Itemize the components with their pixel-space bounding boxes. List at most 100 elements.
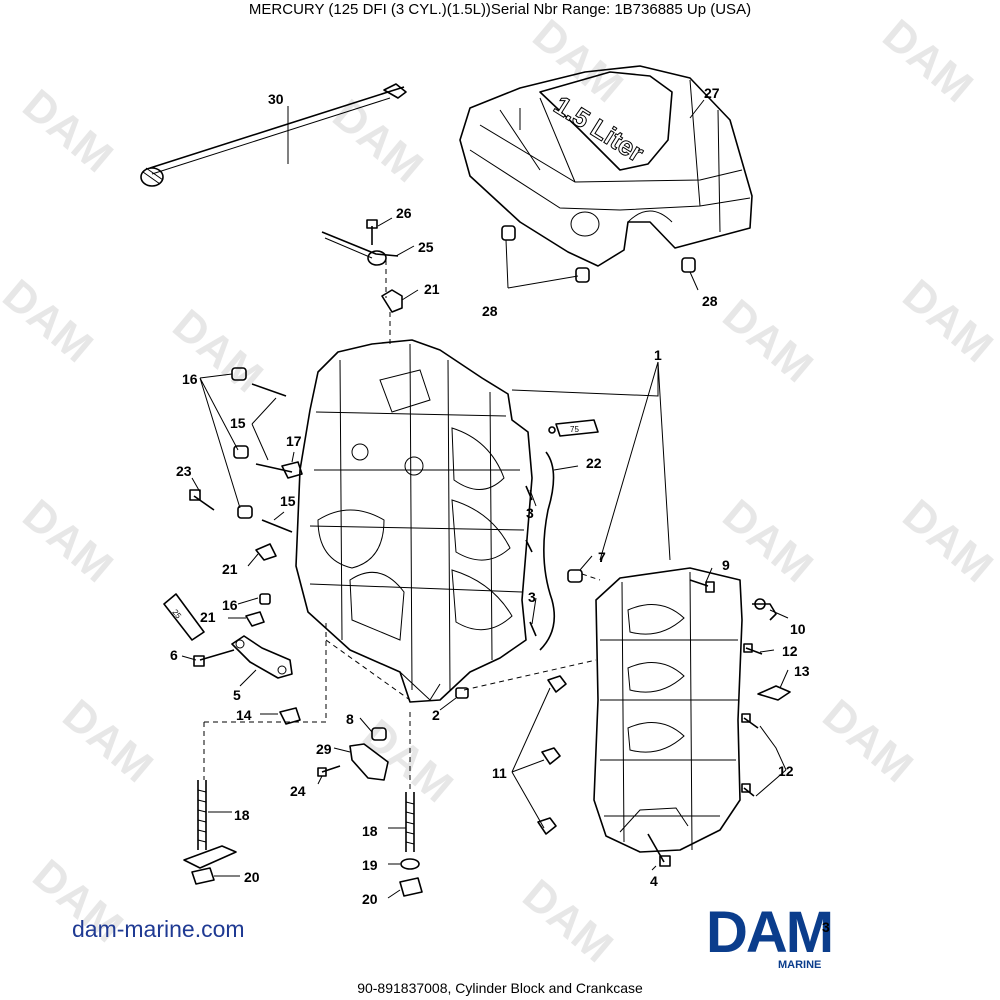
fitting-21-mid[interactable] xyxy=(255,543,277,561)
watermark: DAM xyxy=(54,690,162,792)
bracket-5[interactable] xyxy=(231,635,293,679)
fitting-12-bottom[interactable] xyxy=(741,713,759,797)
grommet-28[interactable] xyxy=(501,225,696,283)
watermark: DAM xyxy=(714,290,822,392)
bolt-4[interactable] xyxy=(647,833,671,867)
callout-20: 20 xyxy=(362,891,378,907)
dowel-16-lower[interactable] xyxy=(259,593,271,605)
stud-18-left[interactable] xyxy=(197,780,207,850)
callout-21: 21 xyxy=(200,609,216,625)
callout-30: 30 xyxy=(268,91,284,107)
crankcase-1[interactable] xyxy=(593,567,743,853)
watermark: DAM xyxy=(814,690,922,792)
tube-label-25: 25 xyxy=(170,608,183,621)
sealant-tube-25[interactable]: 25 xyxy=(163,593,205,641)
dipstick-30[interactable] xyxy=(140,83,407,187)
fitting-21-low[interactable] xyxy=(245,611,265,627)
callout-17: 17 xyxy=(286,433,302,449)
callout-15: 15 xyxy=(230,415,246,431)
watermark: DAM xyxy=(14,490,122,592)
callout-16: 16 xyxy=(182,371,198,387)
callout-4: 4 xyxy=(650,873,658,889)
watermark: DAM xyxy=(164,300,272,402)
watermark: DAM xyxy=(894,270,1000,372)
elbow-fitting-10[interactable] xyxy=(752,598,777,621)
pin-15[interactable] xyxy=(251,383,293,533)
callout-26: 26 xyxy=(396,205,412,221)
cylinder-block-1[interactable] xyxy=(295,339,533,703)
plug-9[interactable] xyxy=(689,579,715,593)
callout-25: 25 xyxy=(418,239,434,255)
callout-29: 29 xyxy=(316,741,332,757)
callout-27: 27 xyxy=(704,85,720,101)
callout-16: 16 xyxy=(222,597,238,613)
watermark: DAM xyxy=(14,80,122,182)
callout-10: 10 xyxy=(790,621,806,637)
dowel-16-low[interactable] xyxy=(237,505,253,519)
diagram-caption: 90-891837008, Cylinder Block and Crankca… xyxy=(357,980,643,996)
callout-numbers: 1 2 3 3 4 5 6 7 8 9 10 11 12 12 13 14 15… xyxy=(170,85,810,907)
watermark: DAM xyxy=(354,710,462,812)
nut-20-left[interactable] xyxy=(191,867,215,885)
fitting-12-top[interactable] xyxy=(743,643,763,655)
watermark: DAM xyxy=(894,490,1000,592)
callout-3: 3 xyxy=(526,505,534,521)
callout-7: 7 xyxy=(598,549,606,565)
elbow-fitting-13[interactable] xyxy=(757,685,791,701)
callout-23: 23 xyxy=(176,463,192,479)
logo-stray-digit: 3 xyxy=(822,919,830,935)
callout-21: 21 xyxy=(424,281,440,297)
plate-18-left[interactable] xyxy=(183,845,237,869)
fitting-21-top[interactable] xyxy=(381,289,403,313)
assembly-lines xyxy=(203,260,601,792)
fitting-17[interactable] xyxy=(281,461,303,479)
sensor-assembly-25[interactable] xyxy=(321,231,399,266)
callout-2: 2 xyxy=(432,707,440,723)
watermark: DAM xyxy=(874,10,982,112)
stud-18-right[interactable] xyxy=(405,792,415,852)
dowel-3[interactable] xyxy=(525,485,537,637)
callout-14: 14 xyxy=(236,707,252,723)
dowel-16-mid[interactable] xyxy=(233,445,249,459)
nut-20-right[interactable] xyxy=(399,877,423,897)
tube-label-75: 75 xyxy=(570,425,579,434)
callout-5: 5 xyxy=(233,687,241,703)
callout-3: 3 xyxy=(528,589,536,605)
callout-6: 6 xyxy=(170,647,178,663)
logo-main: DAM xyxy=(706,902,832,965)
callout-28: 28 xyxy=(482,303,498,319)
callout-28: 28 xyxy=(702,293,718,309)
watermark: DAM xyxy=(514,870,622,972)
bracket-29[interactable] xyxy=(349,743,389,781)
logo-sub: MARINE xyxy=(778,959,821,971)
site-link[interactable]: dam-marine.com xyxy=(72,916,245,942)
bolt-6[interactable] xyxy=(193,649,235,667)
sealant-tube-75[interactable]: 75 xyxy=(548,419,599,437)
fitting-14[interactable] xyxy=(279,707,301,725)
callout-24: 24 xyxy=(290,783,306,799)
callout-13: 13 xyxy=(794,663,810,679)
callout-22: 22 xyxy=(586,455,602,471)
fitting-11[interactable] xyxy=(537,675,567,835)
callout-15: 15 xyxy=(280,493,296,509)
callout-18: 18 xyxy=(362,823,378,839)
watermark: DAM xyxy=(324,90,432,192)
callout-12: 12 xyxy=(782,643,798,659)
washer-19[interactable] xyxy=(400,858,420,870)
callout-18: 18 xyxy=(234,807,250,823)
callout-1: 1 xyxy=(654,347,662,363)
callout-19: 19 xyxy=(362,857,378,873)
plug-7[interactable] xyxy=(567,569,583,583)
callout-20: 20 xyxy=(244,869,260,885)
dam-marine-logo: DAM MARINE 3 xyxy=(706,902,834,971)
screw-24[interactable] xyxy=(317,765,341,777)
watermark-layer: DAM DAM DAM DAM DAM DAM DAM DAM DAM DAM … xyxy=(0,10,1000,972)
dowel-2[interactable] xyxy=(455,687,469,699)
screw-26[interactable] xyxy=(366,219,378,245)
watermark: DAM xyxy=(0,270,102,372)
page-title: MERCURY (125 DFI (3 CYL.)(1.5L))Serial N… xyxy=(248,1,752,18)
plug-23[interactable] xyxy=(189,489,215,511)
seal-22[interactable] xyxy=(539,451,556,651)
plug-8[interactable] xyxy=(371,727,387,741)
